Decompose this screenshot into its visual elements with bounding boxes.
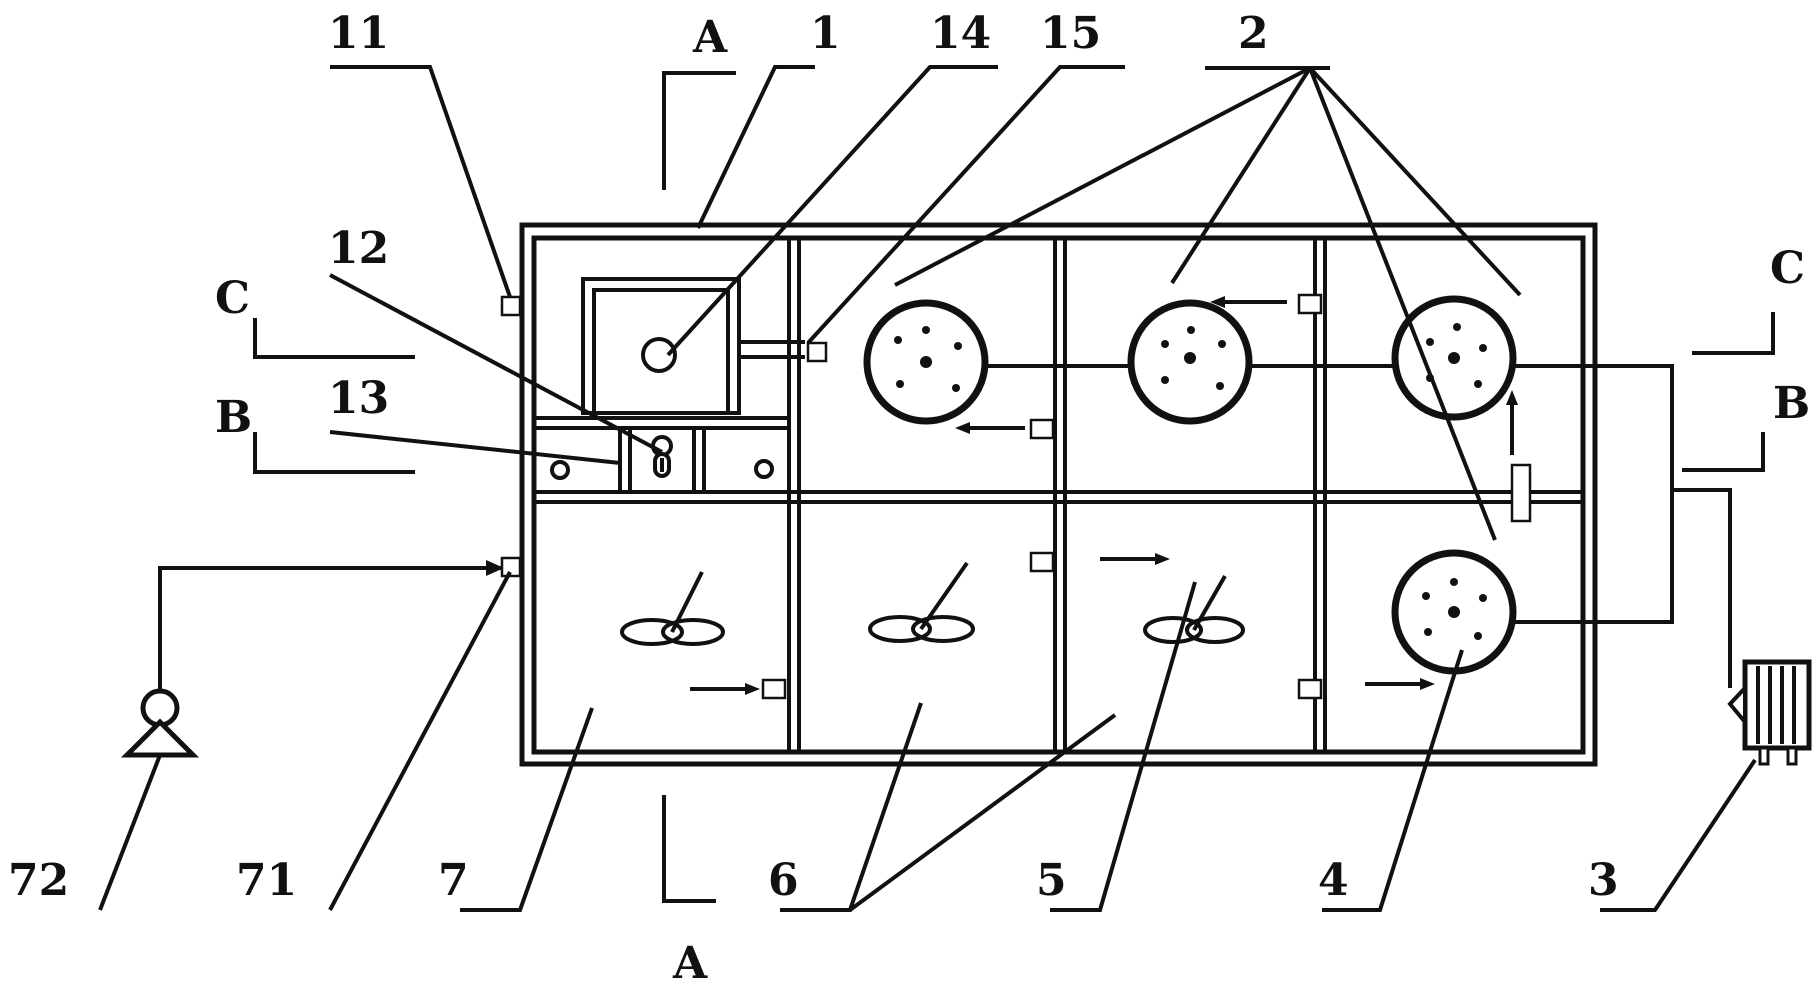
control-room <box>534 277 789 492</box>
labels: 11 A 1 14 15 2 12 C 13 B C B 72 71 7 6 5… <box>8 8 1810 989</box>
label-1: 1 <box>810 8 841 59</box>
label-C-left: C <box>215 273 250 324</box>
filter-discs <box>863 295 1517 675</box>
blower-3 <box>1727 659 1812 766</box>
leader-lines <box>98 65 1757 912</box>
label-12: 12 <box>328 223 389 274</box>
valve-13 <box>550 460 570 480</box>
pipe-opening-14 <box>641 337 677 373</box>
port-71 <box>500 556 522 578</box>
label-A-top: A <box>692 12 728 63</box>
label-7: 7 <box>438 855 469 906</box>
label-15: 15 <box>1040 8 1101 59</box>
filter-disc-3 <box>1391 295 1517 421</box>
air-pipe <box>1513 364 1732 688</box>
filter-disc-1 <box>863 299 989 425</box>
label-4: 4 <box>1318 855 1349 906</box>
pipe-15 <box>739 340 805 359</box>
filter-disc-2 <box>1127 299 1253 425</box>
label-71: 71 <box>236 855 297 906</box>
mixer-6a <box>868 561 975 643</box>
tank-outer-wall <box>519 222 1598 767</box>
label-A-bottom: A <box>672 938 708 989</box>
label-14: 14 <box>930 8 991 59</box>
valve-right <box>754 459 774 479</box>
label-B-left: B <box>215 392 252 443</box>
port-11 <box>500 295 522 317</box>
mixers <box>620 561 1245 646</box>
label-2: 2 <box>1238 8 1269 59</box>
vertical-dividers <box>787 238 1327 752</box>
label-11: 11 <box>328 8 389 59</box>
middle-divider <box>534 490 1583 504</box>
label-C-right: C <box>1770 243 1805 294</box>
inlet-pump-72 <box>120 560 504 758</box>
label-5: 5 <box>1036 855 1067 906</box>
section-markers <box>253 71 1775 903</box>
label-72: 72 <box>8 855 69 906</box>
wall-ports <box>500 293 1532 700</box>
label-6: 6 <box>768 855 799 906</box>
mixer-6b <box>1143 575 1245 644</box>
filter-disc-4 <box>1391 549 1517 675</box>
flow-arrows <box>690 296 1518 695</box>
label-3: 3 <box>1588 855 1619 906</box>
label-B-right: B <box>1773 378 1810 429</box>
mixer-7 <box>620 571 725 646</box>
label-13: 13 <box>328 373 389 424</box>
